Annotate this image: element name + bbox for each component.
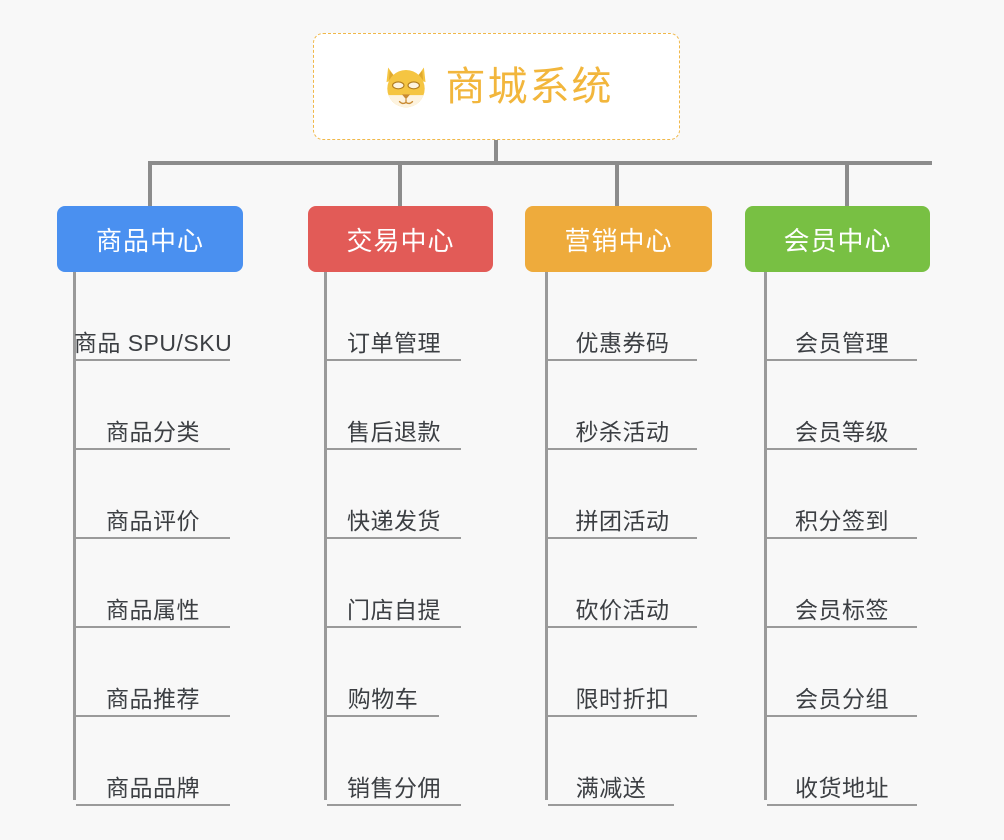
leaf-item-label: 优惠券码 (575, 329, 670, 356)
leaf-item-label: 满减送 (575, 774, 647, 801)
leaf-item-label: 商品品牌 (106, 774, 200, 801)
leaf-item-label: 会员分组 (795, 685, 889, 712)
leaf-spine (73, 272, 76, 800)
leaf-item[interactable]: 积分签到 (767, 450, 917, 539)
leaf-item[interactable]: 会员管理 (767, 272, 917, 361)
leaf-item-label: 商品推荐 (106, 685, 200, 712)
shiba-dog-face-icon (380, 61, 432, 113)
leaf-item[interactable]: 会员分组 (767, 628, 917, 717)
leaf-item[interactable]: 会员标签 (767, 539, 917, 628)
connector-drop-3 (615, 161, 619, 207)
leaf-item[interactable]: 快递发货 (327, 450, 461, 539)
leaf-item-label: 商品 SPU/SKU (73, 329, 233, 356)
category-header-label: 会员中心 (783, 225, 892, 256)
leaf-item[interactable]: 秒杀活动 (548, 361, 697, 450)
leaf-item[interactable]: 商品品牌 (76, 717, 230, 806)
leaf-item-label: 商品分类 (106, 418, 200, 445)
category-header-product[interactable]: 商品中心 (57, 206, 243, 272)
root-title: 商城系统 (445, 64, 614, 109)
category-header-marketing[interactable]: 营销中心 (525, 206, 712, 272)
leaf-item-label: 砍价活动 (575, 596, 670, 623)
leaf-item[interactable]: 购物车 (327, 628, 439, 717)
category-header-label: 交易中心 (346, 225, 455, 256)
leaf-item-label: 限时折扣 (575, 685, 670, 712)
leaf-item-label: 会员管理 (795, 329, 889, 356)
leaf-item[interactable]: 拼团活动 (548, 450, 697, 539)
leaf-item-label: 会员等级 (795, 418, 889, 445)
leaf-item-label: 收货地址 (795, 774, 889, 801)
leaf-item-label: 积分签到 (795, 507, 889, 534)
leaf-item[interactable]: 收货地址 (767, 717, 917, 806)
leaf-item-label: 会员标签 (795, 596, 889, 623)
leaf-item-label: 销售分佣 (347, 774, 441, 801)
leaf-item-label: 商品评价 (106, 507, 200, 534)
category-header-label: 商品中心 (95, 225, 204, 256)
leaf-item[interactable]: 商品 SPU/SKU (74, 272, 232, 361)
leaf-item[interactable]: 门店自提 (327, 539, 461, 628)
leaf-item-label: 订单管理 (347, 329, 441, 356)
leaf-item[interactable]: 商品属性 (76, 539, 230, 628)
leaf-item[interactable]: 商品分类 (76, 361, 230, 450)
connector-horizontal-bar (148, 161, 932, 165)
category-header-trade[interactable]: 交易中心 (308, 206, 493, 272)
leaf-spine (764, 272, 767, 800)
leaf-item-label: 商品属性 (106, 596, 200, 623)
leaf-item[interactable]: 砍价活动 (548, 539, 697, 628)
leaf-item[interactable]: 订单管理 (327, 272, 461, 361)
category-header-member[interactable]: 会员中心 (745, 206, 930, 272)
leaf-spine (324, 272, 327, 800)
leaf-spine (545, 272, 548, 800)
connector-drop-4 (845, 161, 849, 207)
leaf-item[interactable]: 商品推荐 (76, 628, 230, 717)
leaf-item-label: 购物车 (347, 685, 419, 712)
leaf-item-label: 拼团活动 (575, 507, 670, 534)
connector-drop-1 (148, 161, 152, 207)
leaf-item-label: 售后退款 (347, 418, 441, 445)
leaf-item[interactable]: 商品评价 (76, 450, 230, 539)
connector-drop-2 (398, 161, 402, 207)
leaf-item-label: 快递发货 (347, 507, 441, 534)
leaf-item[interactable]: 销售分佣 (327, 717, 461, 806)
leaf-item[interactable]: 限时折扣 (548, 628, 697, 717)
leaf-item-label: 秒杀活动 (575, 418, 670, 445)
leaf-item[interactable]: 优惠券码 (548, 272, 697, 361)
leaf-item-label: 门店自提 (347, 596, 441, 623)
connector-root-stem (494, 140, 498, 164)
leaf-item[interactable]: 满减送 (548, 717, 674, 806)
leaf-item[interactable]: 售后退款 (327, 361, 461, 450)
category-header-label: 营销中心 (564, 225, 673, 256)
leaf-item[interactable]: 会员等级 (767, 361, 917, 450)
root-node[interactable]: 商城系统 (313, 33, 680, 140)
